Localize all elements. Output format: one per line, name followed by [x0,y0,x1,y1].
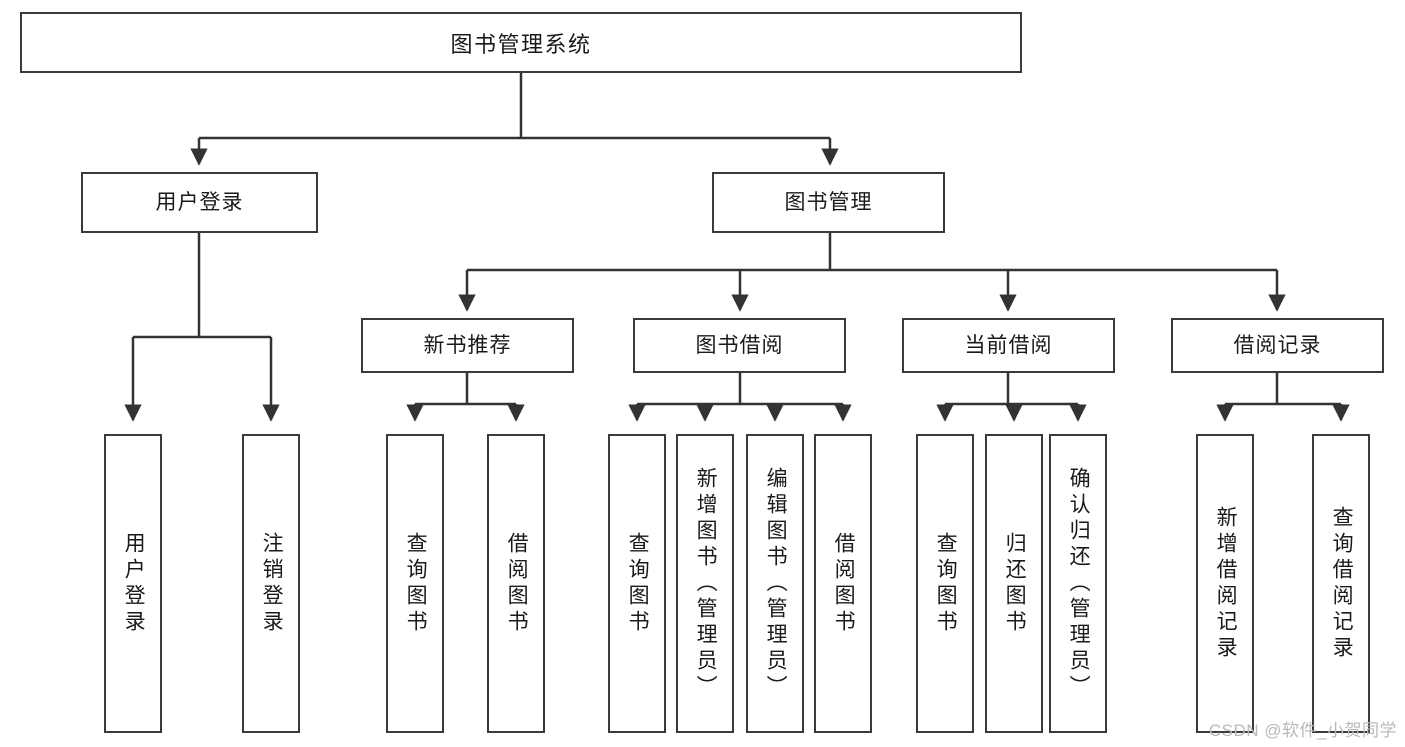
node-label: 归还图书 [1003,531,1027,636]
node-label: 当前借阅 [964,333,1053,357]
leaf-user-login[interactable]: 用户登录 [104,434,162,733]
node-new-book-recommendation[interactable]: 新书推荐 [361,318,574,373]
node-label: 查询借阅记录 [1330,505,1354,662]
node-label: 编辑图书（管理员） [764,466,788,701]
leaf-query-borrow-record[interactable]: 查询借阅记录 [1312,434,1370,733]
node-root-system[interactable]: 图书管理系统 [20,12,1022,73]
node-label: 用户登录 [122,531,146,636]
node-label: 确认归还（管理员） [1067,466,1091,701]
node-label: 查询图书 [626,531,650,636]
leaf-logout[interactable]: 注销登录 [242,434,300,733]
node-label: 借阅图书 [505,531,529,636]
node-label: 图书管理系统 [450,31,592,57]
leaf-query-book-borrow[interactable]: 查询图书 [608,434,666,733]
node-label: 查询图书 [934,531,958,636]
node-label: 图书管理 [784,190,873,214]
node-label: 图书借阅 [695,333,784,357]
leaf-return-book[interactable]: 归还图书 [985,434,1043,733]
node-label: 借阅记录 [1233,333,1322,357]
node-book-management[interactable]: 图书管理 [712,172,945,233]
watermark-credit: CSDN @软件_小贺同学 [1208,721,1397,740]
leaf-query-book-new[interactable]: 查询图书 [386,434,444,733]
node-current-borrowing[interactable]: 当前借阅 [902,318,1115,373]
node-label: 用户登录 [155,190,244,214]
leaf-query-book-current[interactable]: 查询图书 [916,434,974,733]
node-label: 注销登录 [260,531,284,636]
leaf-edit-book-admin[interactable]: 编辑图书（管理员） [746,434,804,733]
node-label: 新增借阅记录 [1214,505,1238,662]
leaf-borrow-book-new[interactable]: 借阅图书 [487,434,545,733]
node-book-borrowing[interactable]: 图书借阅 [633,318,846,373]
leaf-borrow-book[interactable]: 借阅图书 [814,434,872,733]
node-label: 借阅图书 [832,531,856,636]
leaf-add-book-admin[interactable]: 新增图书（管理员） [676,434,734,733]
leaf-confirm-return-admin[interactable]: 确认归还（管理员） [1049,434,1107,733]
node-label: 新书推荐 [423,333,512,357]
node-label: 查询图书 [404,531,428,636]
node-user-login[interactable]: 用户登录 [81,172,318,233]
node-borrowing-records[interactable]: 借阅记录 [1171,318,1384,373]
leaf-add-borrow-record[interactable]: 新增借阅记录 [1196,434,1254,733]
node-label: 新增图书（管理员） [694,466,718,701]
